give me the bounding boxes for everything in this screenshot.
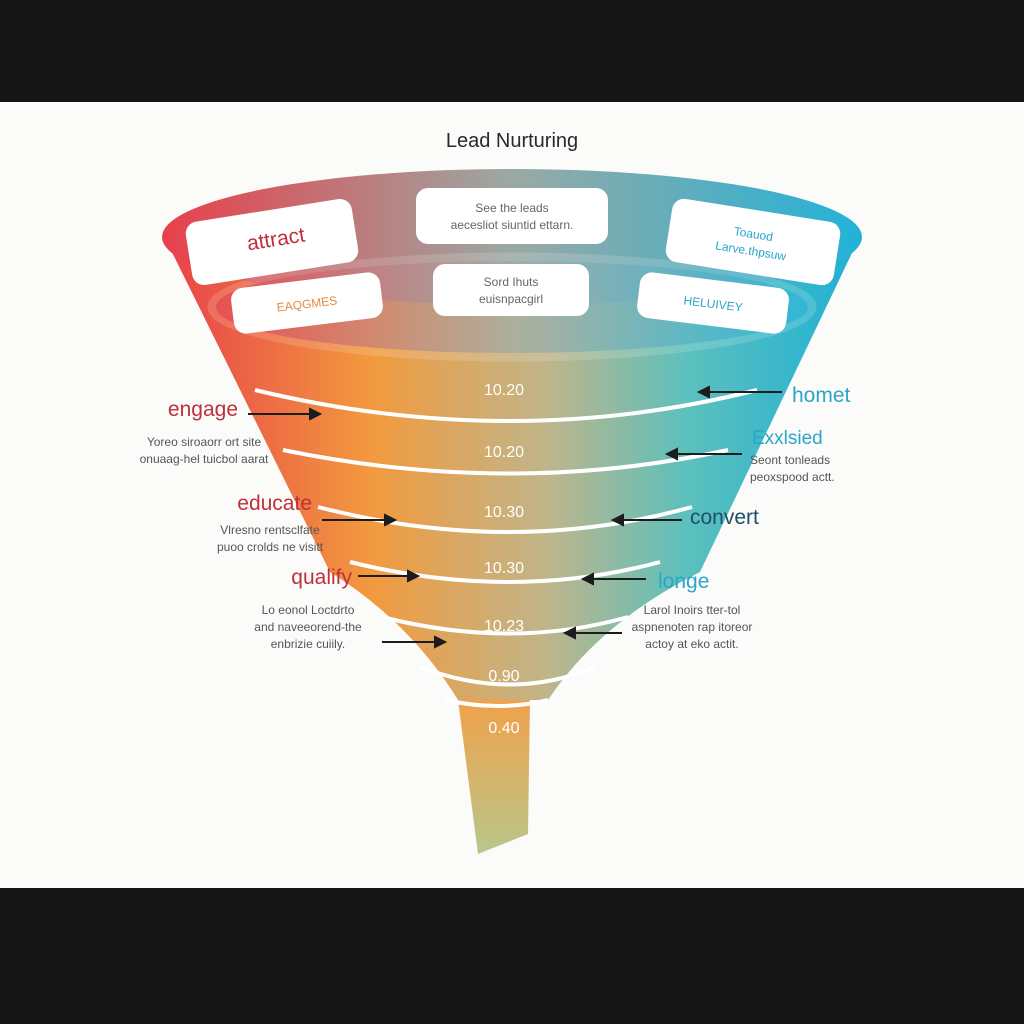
label-educate: educate	[237, 492, 312, 515]
funnel-graphic	[162, 169, 862, 854]
label-homet: homet	[792, 384, 851, 407]
band-line	[349, 560, 661, 584]
band-value: 10.30	[483, 504, 525, 521]
label-exxlsied: Exxlsied	[752, 428, 823, 449]
box-right-outer	[665, 198, 841, 286]
label-engage: engage	[167, 398, 238, 421]
arrows	[248, 385, 782, 649]
label-convert: convert	[690, 506, 759, 529]
desc-longe: Larol Inoirs tter-tol aspnenoten rap ito…	[631, 603, 753, 651]
box-center-inner	[433, 264, 589, 316]
band-line	[444, 698, 549, 708]
band-line	[317, 505, 693, 534]
box-center-outer	[416, 188, 608, 244]
band-line	[282, 448, 729, 476]
diagram-canvas: Lead Nurturing	[0, 102, 1024, 888]
label-top-center-outer: See the leads aecesliot siuntid ettarn.	[450, 201, 574, 232]
band-value: 0.90	[488, 668, 520, 685]
funnel-stem	[458, 700, 530, 854]
band-line	[419, 665, 596, 687]
band-value: 0.40	[488, 720, 520, 737]
label-top-center-inner: Sord Ihuts euisnpacgirl	[478, 275, 544, 306]
desc-exxlsied: Seont tonleads peoxspood actt.	[750, 453, 835, 484]
desc-educate: Vlresno rentsclfate puoo crolds ne visit…	[216, 523, 324, 554]
box-left-inner	[231, 272, 383, 334]
label-longe: longe	[658, 570, 710, 593]
band-separators	[254, 388, 758, 708]
box-attract	[185, 198, 359, 286]
band-value: 10.20	[483, 382, 525, 399]
top-boxes	[185, 188, 841, 334]
box-right-inner	[637, 272, 789, 334]
diagram-title: Lead Nurturing	[445, 130, 579, 152]
desc-engage: Yoreo siroaorr ort site onuaag-hel tuicb…	[139, 435, 269, 466]
desc-qualify: Lo eonol Loctdrto and naveeorend-the enb…	[254, 603, 362, 651]
band-value: 10.30	[483, 560, 525, 577]
label-qualify: qualify	[291, 566, 352, 589]
band-value: 10.23	[483, 618, 525, 635]
band-line	[381, 615, 629, 636]
band-line	[254, 388, 758, 423]
band-value: 10.20	[483, 444, 525, 461]
